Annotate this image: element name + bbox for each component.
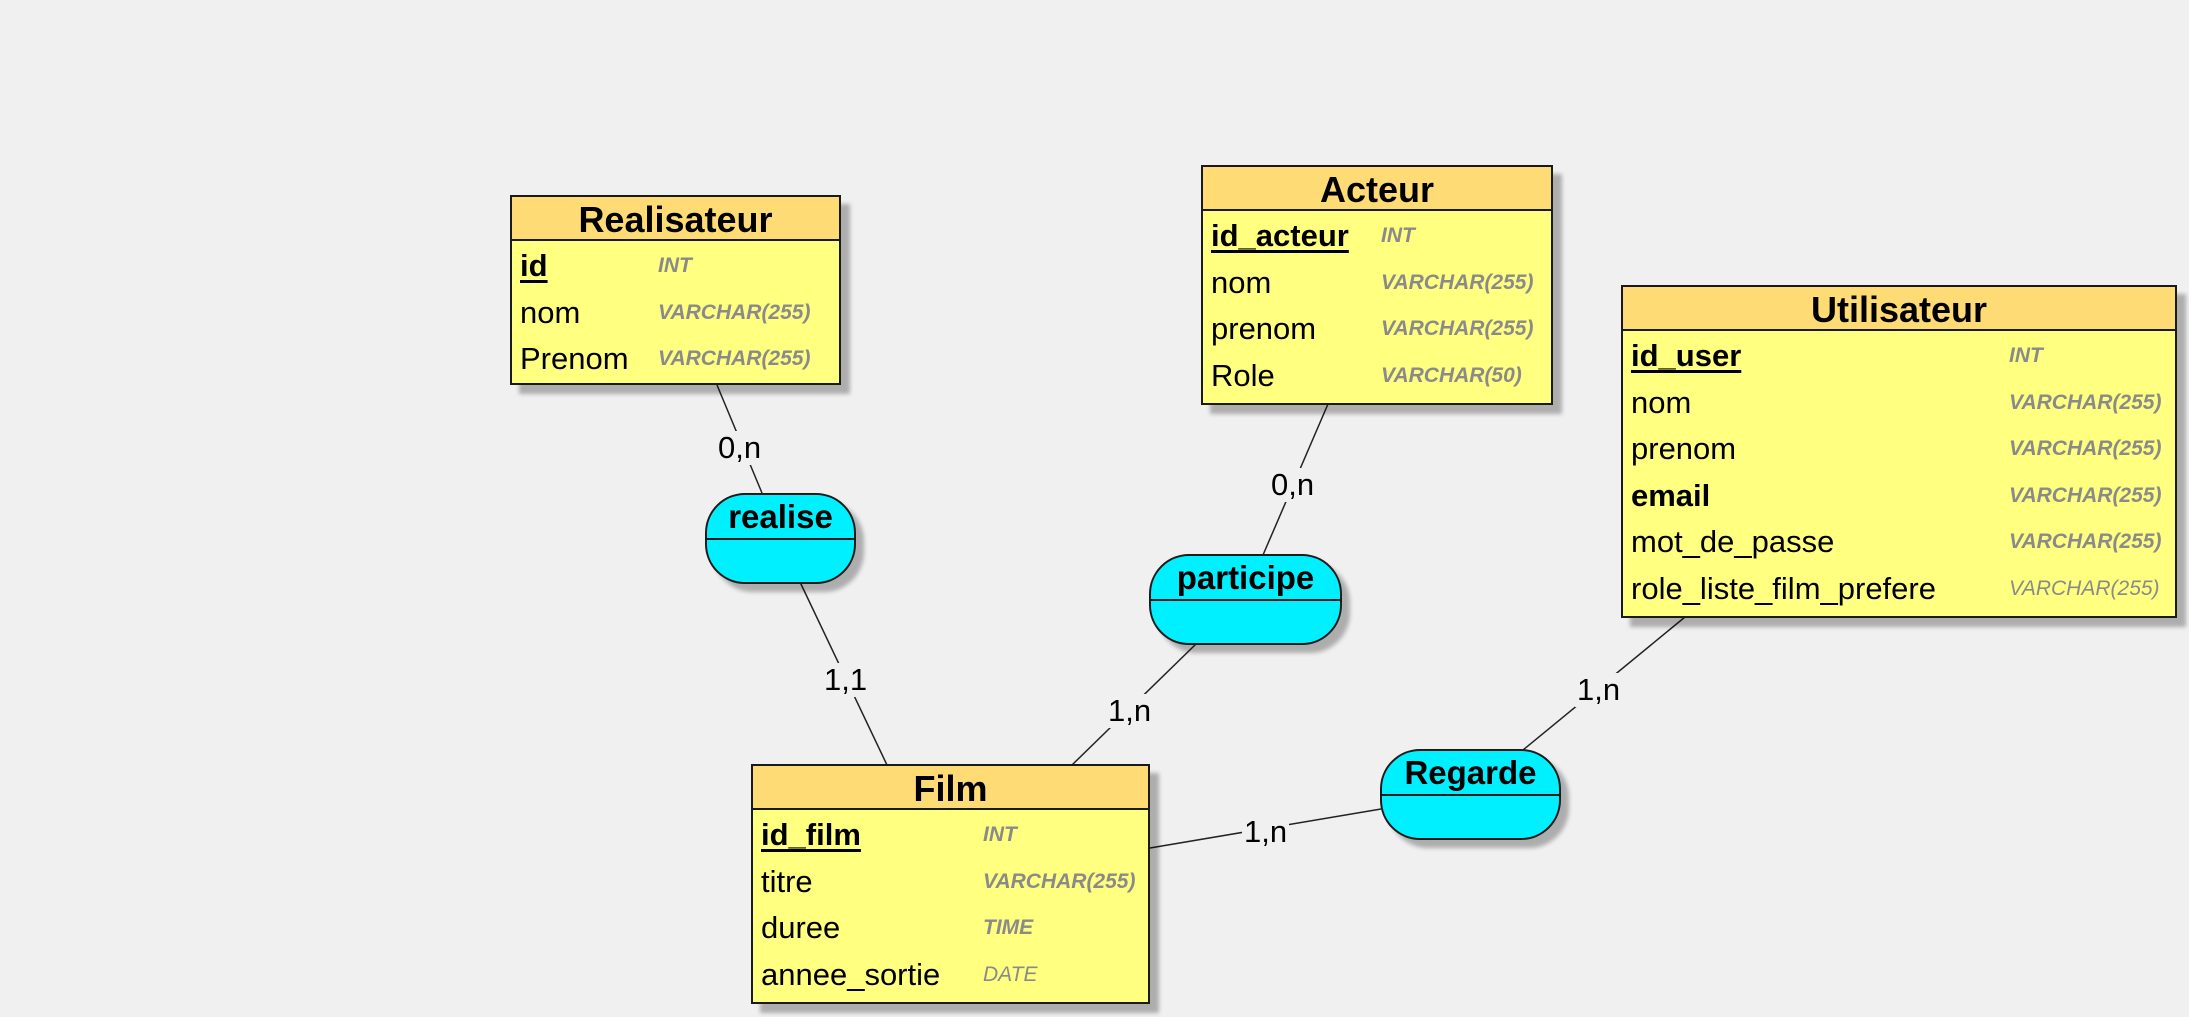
attribute-name: mot_de_passe (1631, 524, 1835, 560)
cardinality-film-regarde: 1,n (1242, 814, 1290, 849)
attribute-row: duree TIME (761, 905, 1140, 952)
attribute-type: VARCHAR(255) (2009, 390, 2162, 414)
attribute-row: Prenom VARCHAR(255) (520, 336, 831, 383)
attribute-type: VARCHAR(255) (2009, 576, 2160, 600)
entity-film[interactable]: Film id_film INT titre VARCHAR(255) dure… (751, 764, 1150, 1004)
attribute-name: duree (761, 910, 841, 946)
cardinality-acteur-participe: 0,n (1269, 467, 1317, 502)
attribute-type: TIME (983, 916, 1034, 940)
attribute-type: VARCHAR(255) (2009, 483, 2162, 507)
attribute-name: nom (1211, 264, 1272, 300)
attribute-row: id_acteur INT (1211, 213, 1543, 260)
attribute-row: nom VARCHAR(255) (520, 290, 831, 337)
attribute-row: id INT (520, 243, 831, 290)
cardinality-realise-film: 1,1 (822, 662, 870, 697)
association-title: participe (1151, 556, 1340, 601)
attribute-row: nom VARCHAR(255) (1211, 260, 1543, 307)
attribute-name: email (1631, 477, 1711, 513)
association-participe[interactable]: participe (1149, 554, 1342, 645)
attribute-type: INT (2009, 344, 2043, 368)
association-regarde[interactable]: Regarde (1380, 749, 1561, 840)
attribute-name: nom (520, 294, 581, 330)
attribute-row: role_liste_film_prefere VARCHAR(255) (1631, 566, 2167, 613)
attribute-name: prenom (1631, 431, 1737, 467)
attribute-name: annee_sortie (761, 956, 941, 992)
entity-title: Film (753, 766, 1148, 810)
attribute-row: nom VARCHAR(255) (1631, 380, 2167, 427)
attribute-type: VARCHAR(255) (2009, 437, 2162, 461)
attribute-name-pk: id (520, 248, 548, 284)
attribute-row: prenom VARCHAR(255) (1211, 306, 1543, 353)
attribute-row: id_film INT (761, 812, 1140, 859)
entity-title: Realisateur (512, 197, 839, 241)
attribute-type: VARCHAR(255) (983, 869, 1136, 893)
attribute-type: INT (983, 823, 1017, 847)
attribute-type: VARCHAR(255) (658, 300, 811, 324)
attribute-row: mot_de_passe VARCHAR(255) (1631, 519, 2167, 566)
attribute-name-pk: id_user (1631, 338, 1742, 374)
attribute-type: VARCHAR(255) (2009, 530, 2162, 554)
cardinality-utilisateur-regarde: 1,n (1575, 672, 1623, 707)
attribute-type: VARCHAR(255) (658, 347, 811, 371)
association-title: Regarde (1382, 751, 1559, 796)
entity-title: Utilisateur (1623, 287, 2175, 331)
attribute-name: Role (1211, 357, 1275, 393)
attribute-name-pk: id_acteur (1211, 218, 1349, 254)
attribute-type: VARCHAR(255) (1381, 317, 1534, 341)
attribute-type: VARCHAR(255) (1381, 270, 1534, 294)
entity-realisateur[interactable]: Realisateur id INT nom VARCHAR(255) Pren… (510, 195, 841, 385)
entity-title: Acteur (1203, 167, 1551, 211)
association-realise[interactable]: realise (705, 493, 856, 584)
attribute-row: email VARCHAR(255) (1631, 473, 2167, 520)
attribute-row: prenom VARCHAR(255) (1631, 426, 2167, 473)
attribute-type: INT (1381, 224, 1415, 248)
attribute-name: nom (1631, 384, 1692, 420)
cardinality-participe-film: 1,n (1106, 693, 1154, 728)
attribute-type: DATE (983, 962, 1038, 986)
association-title: realise (707, 495, 854, 540)
entity-utilisateur[interactable]: Utilisateur id_user INT nom VARCHAR(255)… (1621, 285, 2177, 618)
attribute-type: INT (658, 254, 692, 278)
attribute-row: annee_sortie DATE (761, 952, 1140, 999)
attribute-name-pk: id_film (761, 817, 861, 853)
attribute-name: Prenom (520, 341, 629, 377)
attribute-row: id_user INT (1631, 333, 2167, 380)
attribute-row: Role VARCHAR(50) (1211, 353, 1543, 400)
cardinality-realisateur-realise: 0,n (716, 430, 764, 465)
attribute-row: titre VARCHAR(255) (761, 859, 1140, 906)
entity-acteur[interactable]: Acteur id_acteur INT nom VARCHAR(255) pr… (1201, 165, 1553, 405)
attribute-name: role_liste_film_prefere (1631, 570, 1936, 606)
attribute-name: prenom (1211, 311, 1317, 347)
attribute-name: titre (761, 863, 813, 899)
attribute-type: VARCHAR(50) (1381, 363, 1522, 387)
